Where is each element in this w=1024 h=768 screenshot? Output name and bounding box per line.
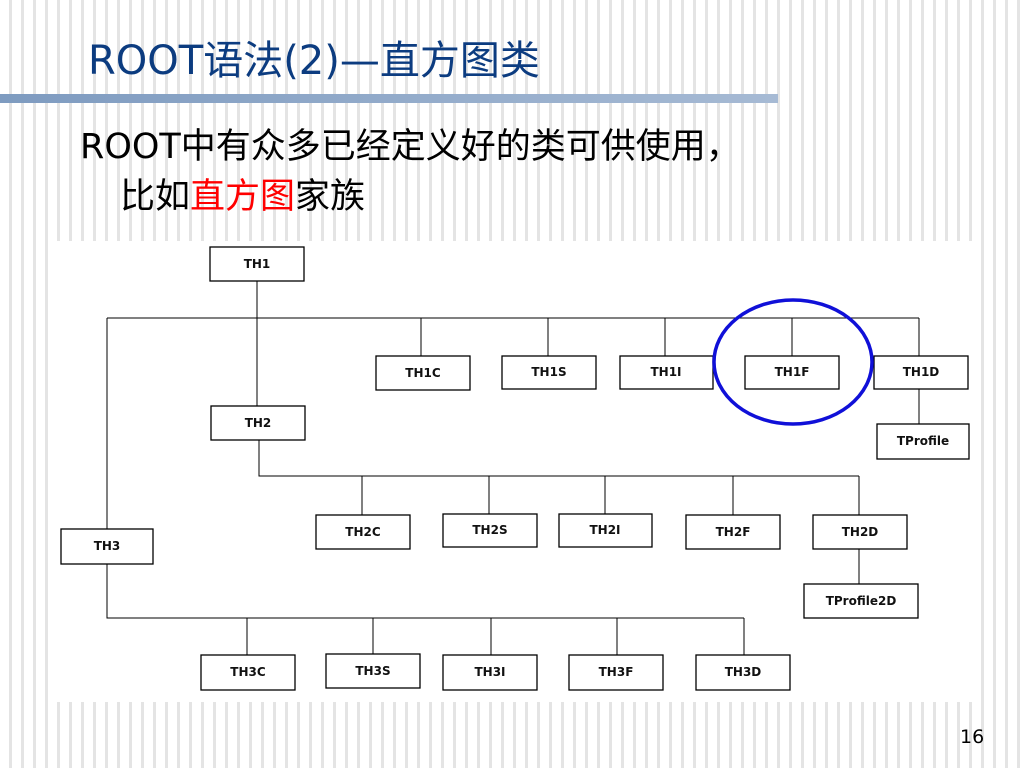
node-th3i: TH3I: [442, 654, 538, 691]
histogram-highlight: 直方图: [190, 177, 296, 217]
slide-body: ROOT中有众多已经定义好的类可供使用， 比如直方图家族: [80, 122, 741, 222]
node-th1-label: TH1: [244, 257, 271, 271]
node-th1i: TH1I: [619, 355, 714, 390]
node-tprofile2d: TProfile2D: [803, 583, 919, 619]
node-th1d-label: TH1D: [903, 365, 940, 379]
class-hierarchy-svg: TH1 TH1C TH1S TH1I TH1F TH1D TProfile TH…: [60, 246, 970, 691]
node-th3-label: TH3: [94, 539, 121, 553]
node-th1f: TH1F: [744, 355, 840, 390]
node-th2f-label: TH2F: [716, 525, 751, 539]
node-th1s-label: TH1S: [531, 365, 566, 379]
node-th3d-label: TH3D: [725, 665, 762, 679]
node-th1f-label: TH1F: [775, 365, 810, 379]
body-line-2: 比如直方图家族: [80, 172, 741, 222]
node-th1s: TH1S: [501, 355, 597, 390]
node-th3f: TH3F: [568, 654, 664, 691]
node-tprofile2d-label: TProfile2D: [826, 594, 897, 608]
node-th1: TH1: [209, 246, 305, 282]
node-th2c-label: TH2C: [345, 525, 381, 539]
node-th3i-label: TH3I: [474, 665, 505, 679]
node-th1d: TH1D: [873, 355, 969, 390]
page-number: 16: [960, 726, 985, 748]
node-th1c: TH1C: [375, 355, 471, 391]
node-th2i: TH2I: [558, 513, 653, 548]
slide-title: ROOT语法(2)—直方图类: [88, 38, 540, 84]
class-hierarchy-diagram: TH1 TH1C TH1S TH1I TH1F TH1D TProfile TH…: [53, 241, 980, 702]
node-tprofile-label: TProfile: [897, 434, 949, 448]
node-th1i-label: TH1I: [650, 365, 681, 379]
diagram-edges: [106, 281, 920, 655]
body-line-2-prefix: 比如: [120, 177, 191, 217]
node-th2: TH2: [210, 405, 306, 441]
th1f-highlight-ring: [712, 298, 874, 426]
title-underline: [0, 94, 778, 103]
node-th2d: TH2D: [812, 514, 908, 550]
body-root-word: ROOT: [80, 127, 181, 167]
node-th3f-label: TH3F: [599, 665, 634, 679]
body-line-1: ROOT中有众多已经定义好的类可供使用，: [80, 122, 741, 172]
edge-th2-down: [258, 439, 859, 477]
node-th3: TH3: [60, 528, 154, 565]
diagram-nodes: TH1 TH1C TH1S TH1I TH1F TH1D TProfile TH…: [60, 246, 970, 691]
node-th2f: TH2F: [685, 514, 781, 550]
edge-th3-down: [106, 563, 744, 619]
node-th1c-label: TH1C: [405, 366, 441, 380]
node-th3s: TH3S: [325, 653, 421, 689]
node-th2i-label: TH2I: [589, 523, 620, 537]
node-th2s-label: TH2S: [472, 523, 507, 537]
node-tprofile: TProfile: [876, 423, 970, 460]
node-th3c-label: TH3C: [230, 665, 266, 679]
node-th2d-label: TH2D: [842, 525, 879, 539]
body-line-1-text: 中有众多已经定义好的类可供使用，: [180, 127, 741, 167]
node-th3d: TH3D: [695, 654, 791, 691]
node-th2s: TH2S: [442, 513, 538, 548]
node-th2-label: TH2: [245, 416, 272, 430]
node-th2c: TH2C: [315, 514, 411, 550]
node-th3s-label: TH3S: [355, 664, 390, 678]
body-line-2-suffix: 家族: [295, 177, 366, 217]
node-th3c: TH3C: [200, 654, 296, 691]
